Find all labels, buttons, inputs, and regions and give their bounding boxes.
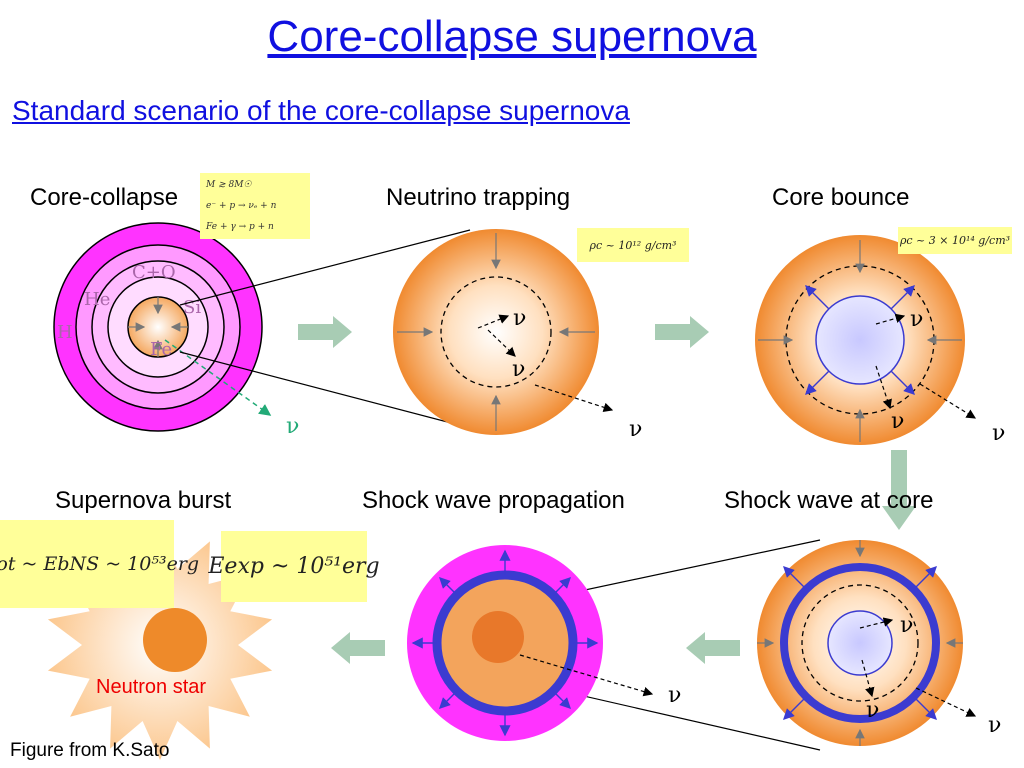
reaction-line: Fe + γ → p + n — [206, 221, 274, 232]
neutrino-symbol: ν — [891, 409, 904, 434]
stage-label-neutrino-trapping: Neutrino trapping — [386, 184, 571, 211]
layer-label-si: Si — [183, 297, 201, 318]
reaction-line: M ≳ 8M☉ — [206, 180, 252, 191]
neutrino-symbol: ν — [512, 357, 525, 382]
stage-label-core-collapse: Core-collapse — [30, 184, 179, 211]
reaction-line: e⁻ + p → νₑ + n — [206, 200, 277, 211]
propagation-sphere — [407, 545, 654, 741]
stage-label-core-bounce: Core bounce — [772, 184, 910, 211]
trapping-sphere — [393, 229, 614, 435]
total-energy-formula: Etot ~ EbNS ~ 10⁵³erg — [0, 520, 199, 608]
onion-star — [53, 222, 272, 432]
reaction-box: M ≳ 8M☉ e⁻ + p → νₑ + n Fe + γ → p + n — [200, 173, 310, 239]
neutrino-symbol: ν — [992, 421, 1005, 446]
flow-arrow-down — [882, 450, 916, 530]
flow-arrow-left — [331, 632, 385, 664]
bounce-sphere — [755, 235, 977, 445]
neutrino-symbol: ν — [988, 713, 1001, 738]
page-title: Core-collapse supernova — [267, 12, 757, 61]
explosion-energy-formula: Eexp ~ 10⁵¹erg — [208, 531, 380, 602]
flow-arrow-right — [298, 316, 352, 348]
layer-label-co: C+O — [132, 262, 176, 283]
layer-label-fe: Fe — [150, 339, 172, 360]
density-formula-bounce: ρc ~ 3 × 10¹⁴ g/cm³ — [898, 227, 1012, 254]
shock-core-sphere — [757, 540, 977, 746]
neutron-star-label: Neutron star — [96, 676, 207, 698]
neutrino-symbol: ν — [900, 613, 913, 638]
figure-credit: Figure from K.Sato — [10, 740, 170, 761]
density-formula-trapping: ρc ~ 10¹² g/cm³ — [577, 228, 689, 262]
neutrino-symbol: ν — [866, 698, 879, 723]
neutrino-symbol: ν — [286, 414, 299, 439]
flow-arrow-right — [655, 316, 709, 348]
stage-label-supernova-burst: Supernova burst — [55, 487, 232, 514]
flow-arrow-left — [686, 632, 740, 664]
page-subtitle: Standard scenario of the core-collapse s… — [12, 95, 630, 126]
neutrino-symbol: ν — [629, 417, 642, 442]
stage-label-shock-propagation: Shock wave propagation — [362, 487, 625, 514]
layer-label-he: He — [84, 289, 110, 310]
neutrino-symbol: ν — [513, 306, 526, 331]
stage-label-shock-at-core: Shock wave at core — [724, 487, 934, 514]
neutrino-symbol: ν — [668, 683, 681, 708]
neutrino-symbol: ν — [910, 307, 923, 332]
layer-label-h: H — [57, 322, 73, 343]
